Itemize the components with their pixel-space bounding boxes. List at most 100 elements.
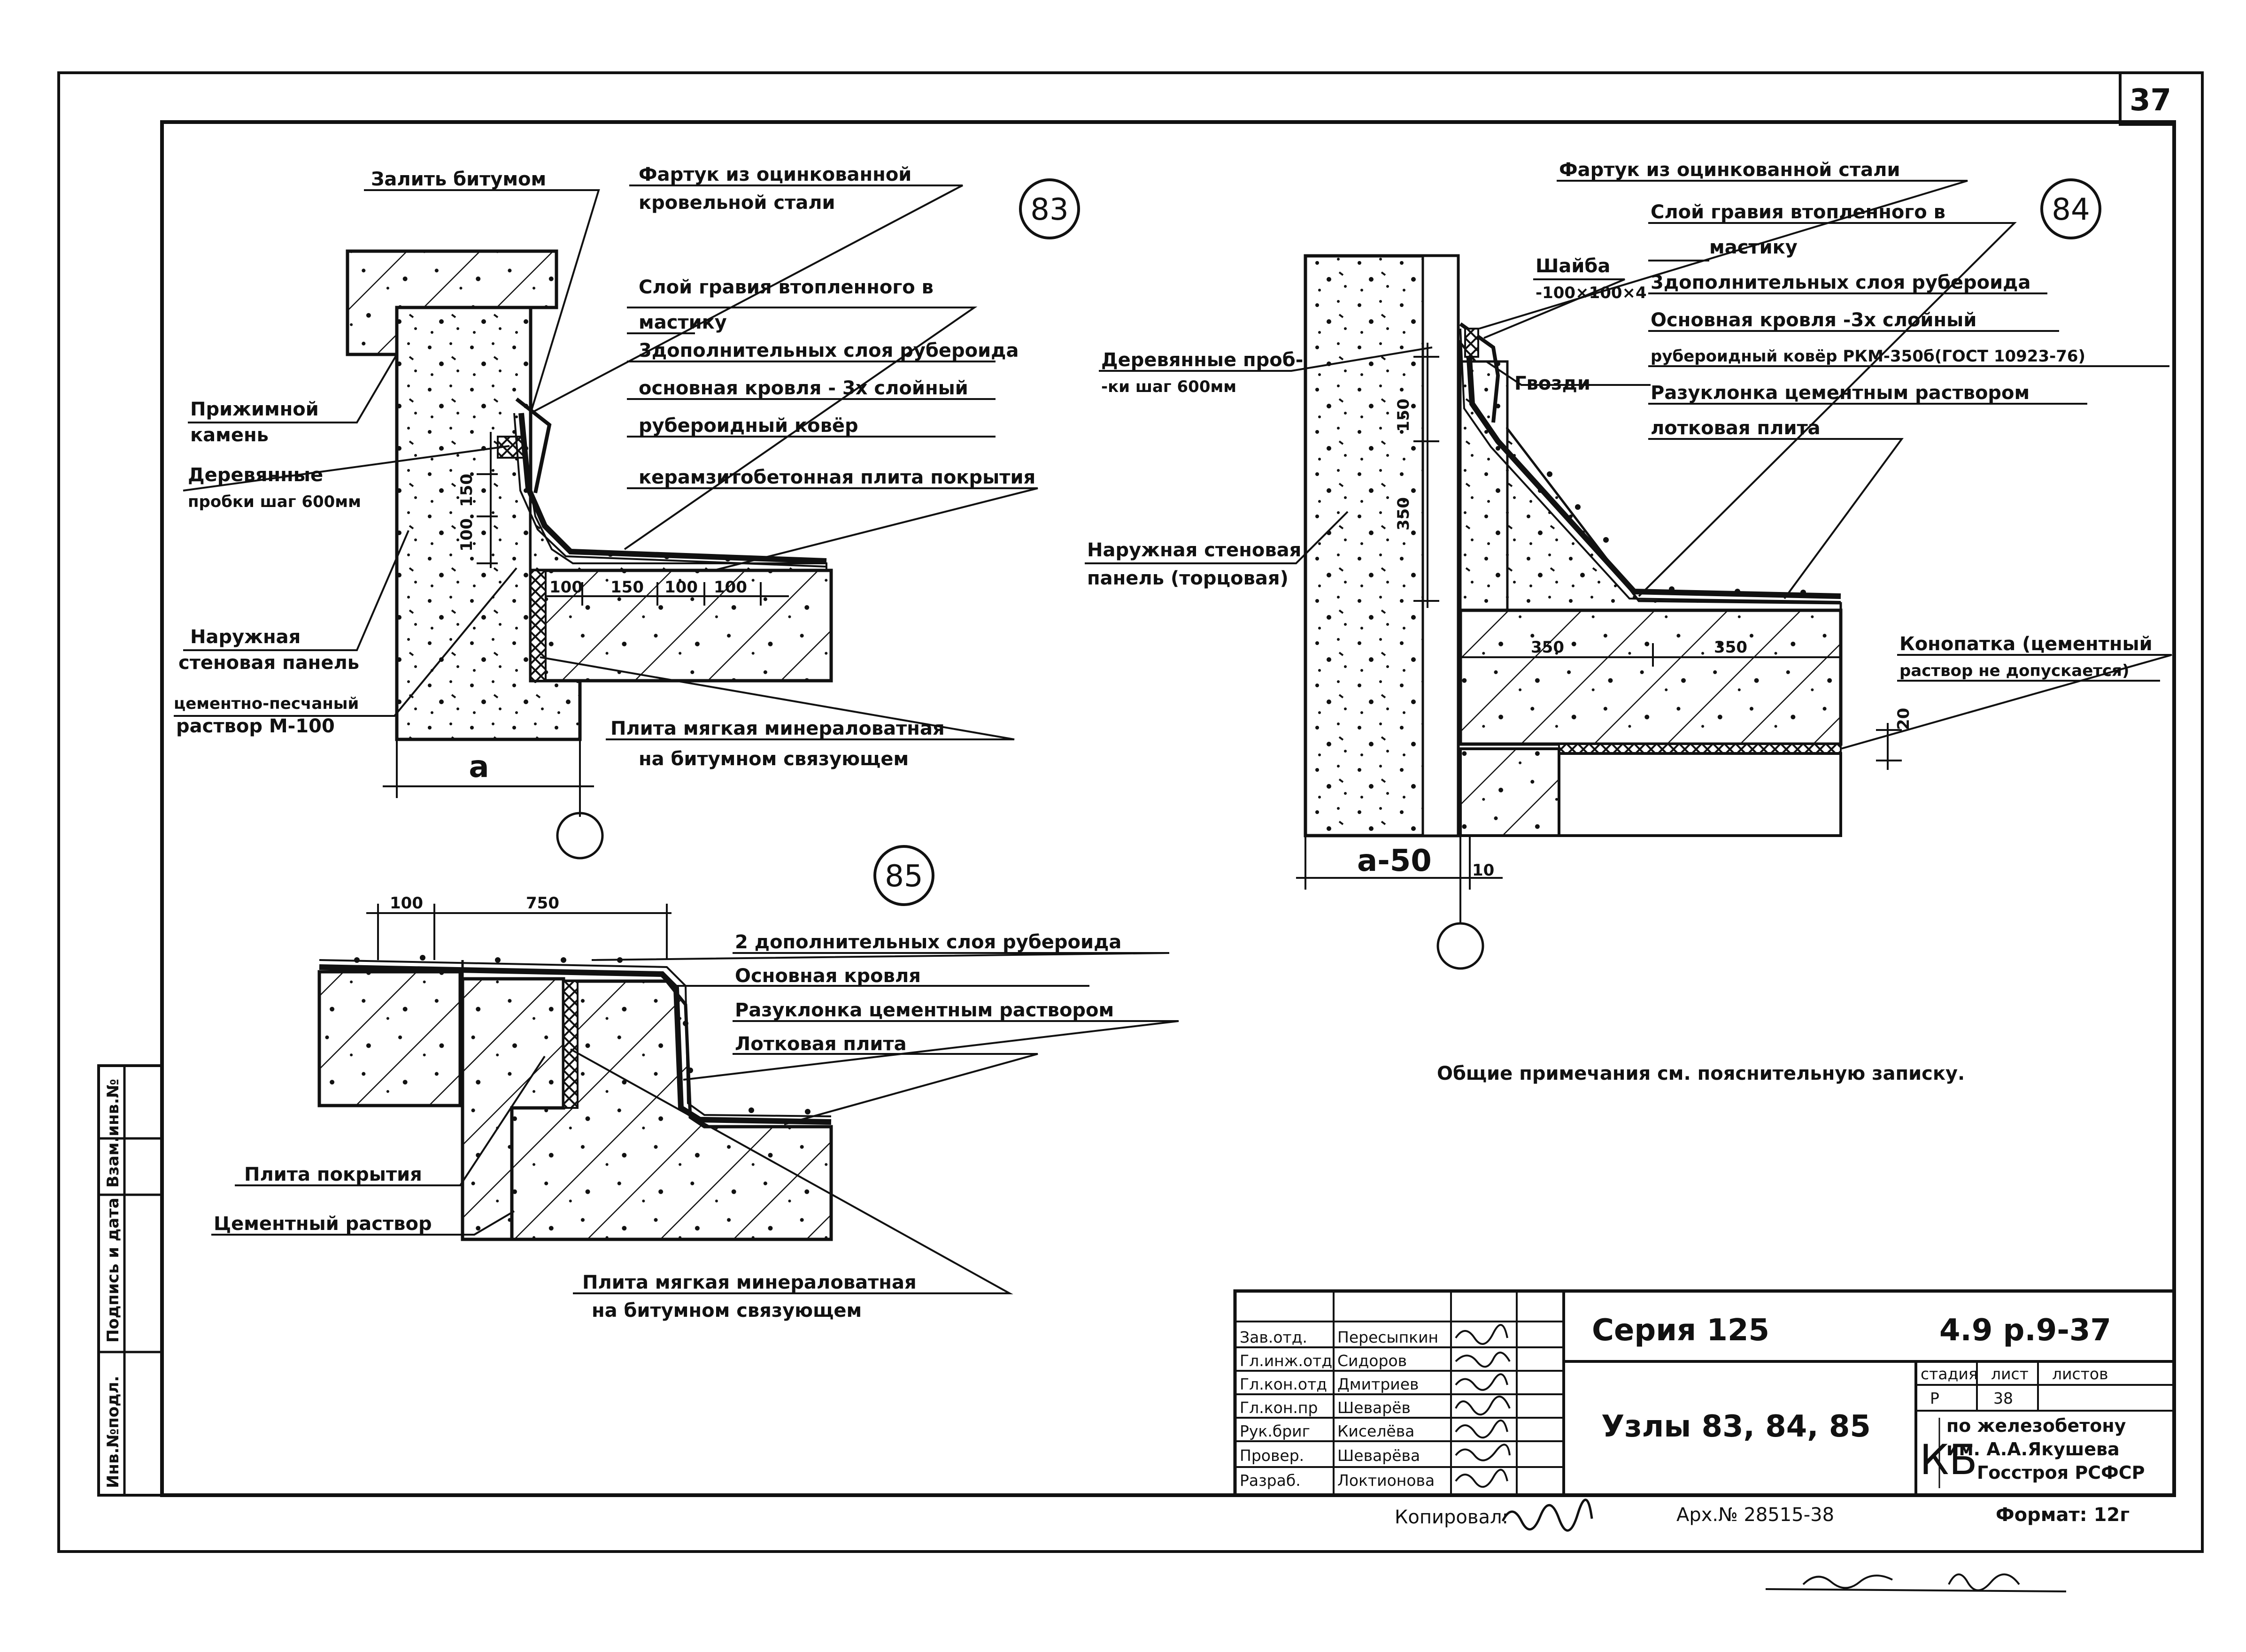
node-84-marker — [2040, 178, 2101, 239]
label-main-roof-1: основная кровля - 3х слойный — [639, 377, 968, 399]
dim-20-84: 20 — [1894, 708, 1913, 730]
org-line-3: Госстроя РСФСР — [1977, 1462, 2145, 1483]
label-tray-84: лотковая плита — [1651, 417, 1821, 439]
node-83-marker — [1019, 178, 1080, 239]
roof-membrane-84 — [1465, 328, 1841, 599]
dim-a-83 — [383, 739, 604, 860]
stamp-replace: Взам.инв.№ — [104, 1079, 123, 1188]
copied-by-label: Копировал: — [1395, 1506, 1508, 1528]
name-6: Шеварёва — [1337, 1446, 1420, 1465]
label-washer-2: -100×100×4 — [1536, 284, 1647, 302]
signature-marks — [1455, 1324, 1511, 1488]
archive-number: Арх.№ 28515-38 — [1676, 1504, 1834, 1526]
label-wood-plugs-84-2: -ки шаг 600мм — [1101, 377, 1236, 396]
label-press-stone-2: камень — [190, 424, 269, 446]
node-84: 84 — [1085, 159, 2172, 970]
label-press-stone-1: Прижимной — [190, 399, 319, 420]
node-85: 85 100 750 — [211, 845, 1179, 1322]
label-wool-2-85: на битумном связующем — [592, 1300, 862, 1322]
cover-slab-85 — [317, 970, 462, 1107]
label-apron-1: Фартук из оцинкованной — [639, 164, 911, 185]
stamp-sign: Подпись и дата — [104, 1198, 123, 1343]
series-label: Серия 125 — [1592, 1313, 1769, 1348]
format-label: Формат: 12г — [1996, 1504, 2130, 1526]
mineral-wool-83 — [530, 569, 547, 682]
node-83-number: 83 — [1030, 192, 1068, 227]
doc-code: 4.9 р.9-37 — [1939, 1313, 2111, 1348]
name-2: Сидоров — [1337, 1352, 1407, 1370]
role-2: Гл.инж.отд — [1240, 1352, 1332, 1370]
name-3: Дмитриев — [1337, 1375, 1419, 1393]
sheet-value: 38 — [1993, 1389, 2013, 1407]
label-caulk-2: раствор не допускается) — [1899, 661, 2130, 680]
label-main-roof-84: Основная кровля -3х слойный — [1651, 309, 1976, 331]
dim-350a-84: 350 — [1531, 638, 1564, 657]
dim-a50-84: а-50 — [1357, 844, 1432, 878]
node-83: 83 — [174, 164, 1080, 860]
lower-wall-84 — [1558, 752, 1842, 837]
label-wood-plugs-2: пробки шаг 600мм — [188, 492, 361, 511]
role-3: Гл.кон.отд — [1240, 1375, 1327, 1393]
mineral-wool-85 — [563, 980, 579, 1109]
stage-value: Р — [1930, 1389, 1939, 1407]
label-wood-plugs-1: Деревянные — [188, 464, 323, 486]
org-logo: КБ — [1920, 1436, 1977, 1484]
role-6: Провер. — [1240, 1446, 1304, 1465]
label-add-layers-83: 3дополнительных слоя рубероида — [639, 340, 1019, 361]
label-caulk-1: Конопатка (цементный — [1899, 633, 2153, 655]
node-85-number: 85 — [885, 859, 923, 894]
label-add-layers-85: 2 дополнительных слоя рубероида — [735, 931, 1121, 953]
label-apron-2: кровельной стали — [639, 192, 835, 214]
label-slope-84: Разуклонка цементным раствором — [1651, 382, 2030, 404]
name-7: Локтионова — [1337, 1471, 1435, 1490]
dim-a-label: а — [469, 750, 489, 784]
dim-b100c-83: 100 — [714, 578, 747, 597]
label-gravel-84-2: мастику — [1709, 237, 1798, 258]
sheet-header: лист — [1991, 1365, 2029, 1383]
label-main-roof-2: рубероидный ковёр — [639, 415, 858, 437]
role-4: Гл.кон.пр — [1240, 1398, 1318, 1417]
label-mortar-2: раствор М-100 — [176, 715, 335, 737]
dim-750-85: 750 — [526, 894, 559, 913]
label-gravel-2: мастику — [639, 312, 727, 333]
roof-membrane-85 — [319, 964, 832, 1125]
label-carpet-84: рубероидный ковёр РКМ-350б(ГОСТ 10923-76… — [1651, 347, 2085, 366]
tray-slab-84 — [1459, 608, 1843, 746]
org-line-1: по железобетону — [1946, 1415, 2126, 1436]
dim-150-84: 150 — [1394, 399, 1413, 432]
sheets-header: листов — [2052, 1365, 2108, 1383]
name-1: Пересыпкин — [1337, 1328, 1438, 1346]
name-4: Шеварёв — [1337, 1398, 1411, 1417]
apron-83 — [515, 397, 552, 493]
lower-slab-84 — [1459, 747, 1560, 837]
label-wall-panel-2: стеновая панель — [178, 652, 359, 674]
label-gravel-1: Слой гравия втопленного в — [639, 277, 934, 298]
wall-layer-84 — [1421, 254, 1459, 837]
label-slope-85: Разуклонка цементным раствором — [735, 999, 1114, 1021]
title-block-roles: Зав.отд. Гл.инж.отд Гл.кон.отд Гл.кон.пр… — [1240, 1328, 1438, 1490]
stamp-inv: Инв.№подл. — [104, 1376, 123, 1488]
label-tray-85: Лотковая плита — [735, 1033, 907, 1055]
side-stamp: Инв.№подл. Подпись и дата Взам.инв.№ — [97, 1064, 163, 1497]
name-5: Киселёва — [1337, 1422, 1414, 1440]
dim-10-84: 10 — [1472, 861, 1494, 880]
label-wool-1-85: Плита мягкая минераловатная — [582, 1272, 917, 1293]
washer-84 — [1464, 328, 1479, 358]
label-wood-plugs-84-1: Деревянные проб- — [1101, 349, 1303, 371]
label-bitumen: Залить битумом — [371, 169, 546, 190]
label-add-layers-84: 3дополнительных слоя рубероида — [1651, 272, 2030, 293]
copied-by-signature — [1501, 1498, 1593, 1532]
drawing-title: Узлы 83, 84, 85 — [1601, 1409, 1871, 1444]
dim-b100b-83: 100 — [664, 578, 698, 597]
label-wool-1-83: Плита мягкая минераловатная — [610, 718, 945, 739]
sheet-frame — [57, 71, 2204, 1553]
label-gravel-84-1: Слой гравия втопленного в — [1651, 201, 1945, 223]
label-washer-1: Шайба — [1536, 255, 1610, 277]
upper-box-84 — [1459, 360, 1509, 612]
page-number: 37 — [2130, 83, 2171, 118]
dim-100-85: 100 — [390, 894, 423, 913]
dim-350b-84: 350 — [1714, 638, 1747, 657]
general-note: Общие примечания см. пояснительную запис… — [1437, 1063, 1965, 1084]
label-wall-panel-84-1: Наружная стеновая — [1087, 539, 1301, 561]
